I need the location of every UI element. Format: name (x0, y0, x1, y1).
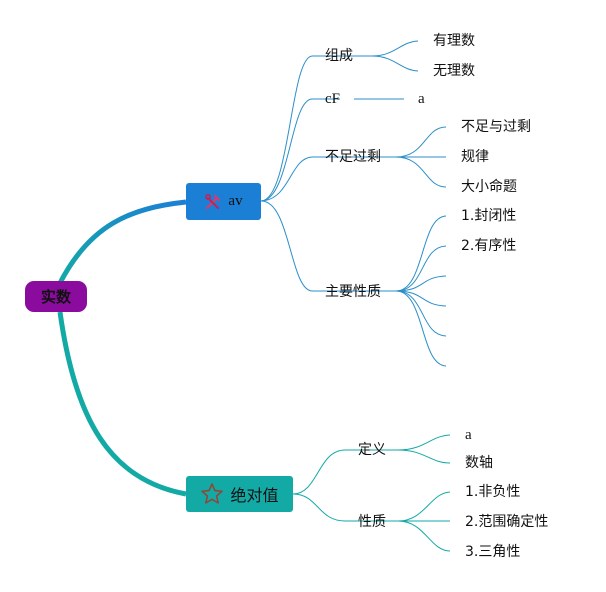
connector-buzu-3 (395, 156, 447, 188)
connector-root-av (57, 199, 187, 285)
connector-abs-xingzhi (292, 493, 346, 522)
connector-xingzhi-6 (395, 290, 447, 367)
connector-abs-xingzhi-3 (397, 520, 451, 552)
connector-av-buzu (260, 156, 313, 202)
root-node[interactable]: 实数 (25, 281, 87, 312)
root-label: 实数 (40, 288, 71, 306)
branch-node-av[interactable]: av (186, 183, 261, 220)
connector-xingzhi-2 (395, 245, 447, 292)
connector-dingyi-a (397, 434, 451, 451)
branch-node-abs[interactable]: 绝对值 (186, 476, 293, 512)
tools-icon (204, 193, 222, 211)
subtopic-wulishu[interactable]: 无理数 (433, 63, 475, 79)
connector-av-xingzhi (260, 200, 313, 292)
subtopic-youxuxing[interactable]: 2.有序性 (461, 238, 517, 254)
connector-xingzhi-4 (395, 290, 447, 307)
subtopic-buzu-yu-guosheng[interactable]: 不足与过剩 (461, 119, 531, 135)
subtopic-youlishu[interactable]: 有理数 (433, 33, 475, 49)
subtopic-daxiao-mingti[interactable]: 大小命题 (461, 179, 517, 195)
subtopic-shuzhou[interactable]: 数轴 (465, 455, 493, 471)
topic-cf[interactable]: cF (325, 91, 340, 107)
subtopic-feifuxing[interactable]: 1.非负性 (465, 484, 521, 500)
connector-xingzhi-3 (395, 275, 447, 292)
subtopic-fengbixing[interactable]: 1.封闭性 (461, 208, 517, 224)
connector-zucheng-wulishu (371, 55, 419, 72)
connector-xingzhi-5 (395, 290, 447, 337)
branch-label-av: av (228, 193, 243, 209)
connector-buzu-1 (395, 126, 447, 158)
branch-label-abs: 绝对值 (230, 486, 279, 505)
topic-zhuyao-xingzhi[interactable]: 主要性质 (325, 284, 381, 300)
subtopic-guilv[interactable]: 规律 (461, 149, 489, 165)
connector-av-zucheng (260, 55, 313, 202)
connector-abs-dingyi (292, 449, 346, 495)
subtopic-fanwei-quedingxing[interactable]: 2.范围确定性 (465, 514, 549, 530)
connector-av-cf (260, 98, 313, 202)
subtopic-sanjiaoxing[interactable]: 3.三角性 (465, 544, 521, 560)
topic-zucheng[interactable]: 组成 (325, 48, 353, 64)
star-icon (200, 482, 224, 506)
connector-xingzhi-1 (395, 215, 447, 292)
subtopic-cf-a[interactable]: a (418, 91, 425, 107)
subtopic-dingyi-a[interactable]: a (465, 427, 472, 443)
topic-dingyi[interactable]: 定义 (358, 442, 386, 458)
topic-abs-xingzhi[interactable]: 性质 (358, 514, 386, 530)
connector-dingyi-shuzhou (397, 449, 451, 464)
connector-abs-xingzhi-1 (397, 491, 451, 522)
topic-buzu-guosheng[interactable]: 不足过剩 (325, 149, 381, 165)
connector-zucheng-youlishu (371, 40, 419, 57)
connector-root-abs (57, 311, 187, 497)
